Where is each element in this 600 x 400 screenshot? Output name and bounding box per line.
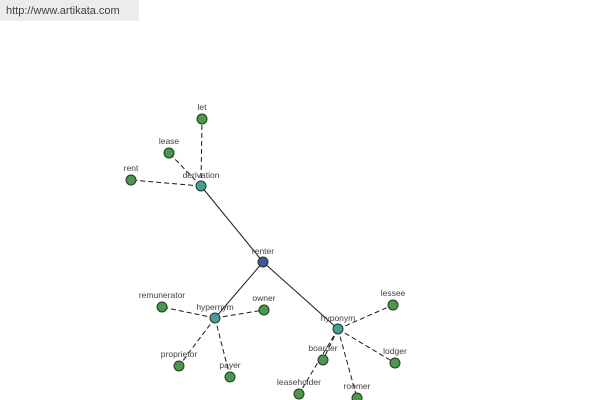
node-lodger-dot[interactable] bbox=[389, 357, 401, 369]
edge-hypernym-owner bbox=[214, 309, 265, 319]
node-let[interactable]: let bbox=[196, 102, 208, 125]
node-hypernym-label: hypernym bbox=[196, 302, 233, 312]
node-rent-dot[interactable] bbox=[125, 174, 137, 186]
node-lessee-dot[interactable] bbox=[387, 299, 399, 311]
node-boarder-dot[interactable] bbox=[317, 354, 329, 366]
edge-hyponym-leaseholder bbox=[298, 328, 339, 395]
node-leaseholder-label: leaseholder bbox=[277, 377, 321, 387]
edge-hyponym-roomer bbox=[337, 328, 358, 399]
node-payer[interactable]: payer bbox=[219, 360, 241, 383]
node-proprietor-dot[interactable] bbox=[173, 360, 185, 372]
node-payer-dot[interactable] bbox=[224, 371, 236, 383]
graph-nodes: renter derivation hypernym hyponym let lease r… bbox=[124, 102, 407, 400]
edge-hypernym-proprietor bbox=[178, 317, 216, 367]
node-hyponym[interactable]: hyponym bbox=[321, 313, 356, 335]
node-proprietor-label: proprietor bbox=[161, 349, 198, 359]
node-leaseholder[interactable]: leaseholder bbox=[277, 377, 321, 400]
node-lodger[interactable]: lodger bbox=[383, 346, 407, 369]
node-lease-label: lease bbox=[159, 136, 180, 146]
node-leaseholder-dot[interactable] bbox=[293, 388, 305, 400]
node-rent-label: rent bbox=[124, 163, 139, 173]
node-renter-label: renter bbox=[252, 246, 274, 256]
edge-derivation-rent bbox=[130, 179, 202, 187]
node-derivation[interactable]: derivation bbox=[183, 170, 220, 192]
edge-hypernym-payer bbox=[214, 317, 231, 378]
node-roomer-dot[interactable] bbox=[351, 392, 363, 400]
edge-renter-hypernym bbox=[214, 261, 264, 319]
node-owner-label: owner bbox=[252, 293, 275, 303]
node-let-label: let bbox=[198, 102, 208, 112]
node-derivation-dot[interactable] bbox=[195, 180, 207, 192]
edge-hyponym-boarder bbox=[322, 328, 339, 361]
node-owner-dot[interactable] bbox=[258, 304, 270, 316]
edge-renter-derivation bbox=[200, 185, 264, 263]
node-boarder[interactable]: boarder bbox=[308, 343, 338, 366]
node-hypernym-dot[interactable] bbox=[209, 312, 221, 324]
node-let-dot[interactable] bbox=[196, 113, 208, 125]
node-hypernym[interactable]: hypernym bbox=[196, 302, 234, 324]
node-hyponym-label: hyponym bbox=[321, 313, 356, 323]
graph-edges bbox=[130, 118, 396, 399]
node-renter-dot[interactable] bbox=[257, 256, 269, 268]
node-remunerator-dot[interactable] bbox=[156, 301, 168, 313]
node-lessee-label: lessee bbox=[381, 288, 406, 298]
node-boarder-label: boarder bbox=[308, 343, 337, 353]
node-roomer-label: roomer bbox=[344, 381, 371, 391]
node-proprietor[interactable]: proprietor bbox=[161, 349, 198, 372]
node-lessee[interactable]: lessee bbox=[381, 288, 406, 311]
node-remunerator[interactable]: remunerator bbox=[139, 290, 185, 313]
edge-hypernym-remunerator bbox=[161, 306, 216, 319]
node-remunerator-label: remunerator bbox=[139, 290, 185, 300]
site-url-label[interactable]: http://www.artikata.com bbox=[0, 0, 139, 21]
node-payer-label: payer bbox=[219, 360, 240, 370]
node-lease-dot[interactable] bbox=[163, 147, 175, 159]
node-rent[interactable]: rent bbox=[124, 163, 139, 186]
node-renter[interactable]: renter bbox=[252, 246, 274, 268]
edge-hyponym-lodger bbox=[337, 328, 396, 364]
node-hyponym-dot[interactable] bbox=[332, 323, 344, 335]
node-lease[interactable]: lease bbox=[159, 136, 180, 159]
node-lodger-label: lodger bbox=[383, 346, 407, 356]
node-roomer[interactable]: roomer bbox=[344, 381, 371, 400]
edge-derivation-let bbox=[200, 118, 203, 187]
node-owner[interactable]: owner bbox=[252, 293, 276, 316]
edge-renter-hyponym bbox=[262, 261, 339, 330]
node-derivation-label: derivation bbox=[183, 170, 220, 180]
edge-hyponym-lessee bbox=[337, 304, 394, 330]
